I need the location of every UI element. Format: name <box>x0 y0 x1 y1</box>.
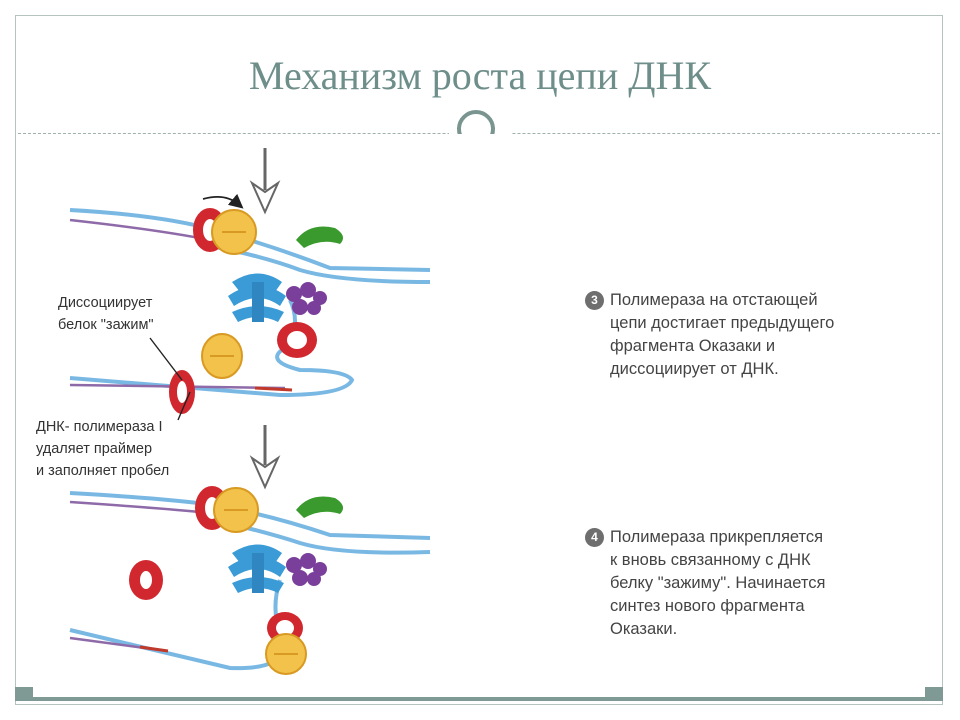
primase-icon <box>296 226 344 248</box>
panel-step-4 <box>69 425 431 675</box>
label-dna-pol-1: ДНК- полимераза I удаляет праймер и запо… <box>36 416 169 482</box>
leader-line <box>149 337 183 381</box>
tau-complex-icon <box>286 553 327 586</box>
curved-arrow-icon <box>202 193 244 209</box>
panel-step-3 <box>69 148 431 421</box>
polymerase-yellow-icon <box>211 209 257 255</box>
rna-primer <box>254 386 293 392</box>
caption-text: Полимераза на отстающей <box>610 291 818 309</box>
caption-line: фрагмента Оказаки и <box>610 337 776 355</box>
label-line: белок "зажим" <box>58 317 154 333</box>
polymerase-core-icon <box>228 544 286 593</box>
down-arrow-icon <box>249 148 281 215</box>
free-polymerase-icon <box>201 333 243 379</box>
step-3-caption: 3 Полимераза на отстающей цепи достигает … <box>585 289 834 381</box>
caption-line: цепи достигает предыдущего <box>610 314 835 332</box>
caption-text: Полимераза прикрепляется <box>610 528 824 546</box>
label-line: и заполняет пробел <box>36 463 170 479</box>
caption-line: 4 Полимераза прикрепляется <box>585 526 825 549</box>
leader-line <box>177 391 191 421</box>
label-line: удаляет праймер <box>36 441 153 457</box>
polymerase-core-icon <box>228 273 286 322</box>
caption-line: синтез нового фрагмента <box>610 597 805 615</box>
polymerase-yellow-icon <box>213 487 259 533</box>
caption-line: к вновь связанному с ДНК <box>610 551 811 569</box>
caption-line: белку "зажиму". Начинается <box>610 574 826 592</box>
slide-frame <box>15 15 943 705</box>
free-clamp-icon <box>129 560 163 600</box>
rna-primer <box>139 645 169 653</box>
label-line: ДНК- полимераза I <box>36 419 163 435</box>
step-number-badge: 4 <box>585 528 604 547</box>
step-number-badge: 3 <box>585 291 604 310</box>
ring-mask <box>440 134 520 154</box>
down-arrow-icon <box>249 425 281 490</box>
lagging-clamp-icon <box>277 322 317 358</box>
lagging-strand-loop <box>69 579 285 671</box>
caption-line: диссоциирует от ДНК. <box>610 360 779 378</box>
caption-line: Оказаки. <box>610 620 678 638</box>
bottom-bar-inset <box>33 687 925 697</box>
tau-complex-icon <box>286 282 327 315</box>
lagging-polymerase-icon <box>265 633 307 675</box>
caption-line: 3 Полимераза на отстающей <box>585 289 834 312</box>
dissociated-clamp-icon <box>169 370 195 414</box>
slide-title: Механизм роста цепи ДНК <box>248 53 712 98</box>
label-line: Диссоциирует <box>58 295 153 311</box>
step-4-caption: 4 Полимераза прикрепляется к вновь связан… <box>585 526 825 641</box>
label-clamp-dissociates: Диссоциирует белок "зажим" <box>58 292 154 336</box>
primase-icon <box>296 496 344 518</box>
